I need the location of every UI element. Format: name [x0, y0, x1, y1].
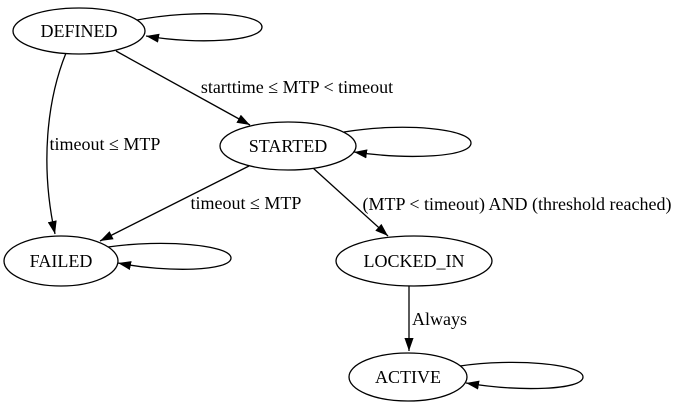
- node-defined-label: DEFINED: [41, 21, 118, 41]
- edges-layer: [46, 13, 584, 390]
- edge-started-self-loop: [343, 126, 472, 159]
- node-defined: DEFINED: [12, 7, 146, 55]
- node-failed-label: FAILED: [30, 251, 93, 271]
- edge-defined-self-loop: [136, 13, 263, 43]
- edge-labels-layer: starttime ≤ MTP < timeout timeout ≤ MTP …: [50, 77, 672, 329]
- node-locked-in: LOCKED_IN: [335, 235, 493, 287]
- edge-started-to-failed: [99, 165, 250, 242]
- node-active-ellipse: [348, 352, 468, 402]
- node-failed: FAILED: [3, 235, 119, 287]
- node-locked-in-ellipse: [335, 235, 493, 287]
- node-locked-in-label: LOCKED_IN: [364, 251, 465, 271]
- nodes-layer: DEFINED STARTED FAILED LOCKED_IN ACTIVE: [3, 7, 493, 402]
- edge-defined-to-failed: [46, 52, 67, 235]
- edge-label-started-to-failed: timeout ≤ MTP: [191, 193, 302, 213]
- edge-label-started-to-locked-in: (MTP < timeout) AND (threshold reached): [363, 194, 672, 215]
- node-started-ellipse: [219, 121, 357, 171]
- edge-label-defined-to-started: starttime ≤ MTP < timeout: [201, 77, 393, 97]
- node-failed-ellipse: [3, 235, 119, 287]
- node-defined-ellipse: [12, 7, 146, 55]
- edge-started-to-locked-in: [312, 167, 389, 237]
- node-started: STARTED: [219, 121, 357, 171]
- edge-failed-self-loop: [107, 242, 232, 271]
- node-active-label: ACTIVE: [375, 367, 441, 387]
- node-active: ACTIVE: [348, 352, 468, 402]
- edge-active-self-loop: [459, 361, 584, 390]
- edge-label-defined-to-failed: timeout ≤ MTP: [50, 134, 161, 154]
- node-started-label: STARTED: [249, 136, 327, 156]
- edge-label-locked-in-to-active: Always: [412, 309, 467, 329]
- edge-defined-to-started: [115, 50, 251, 126]
